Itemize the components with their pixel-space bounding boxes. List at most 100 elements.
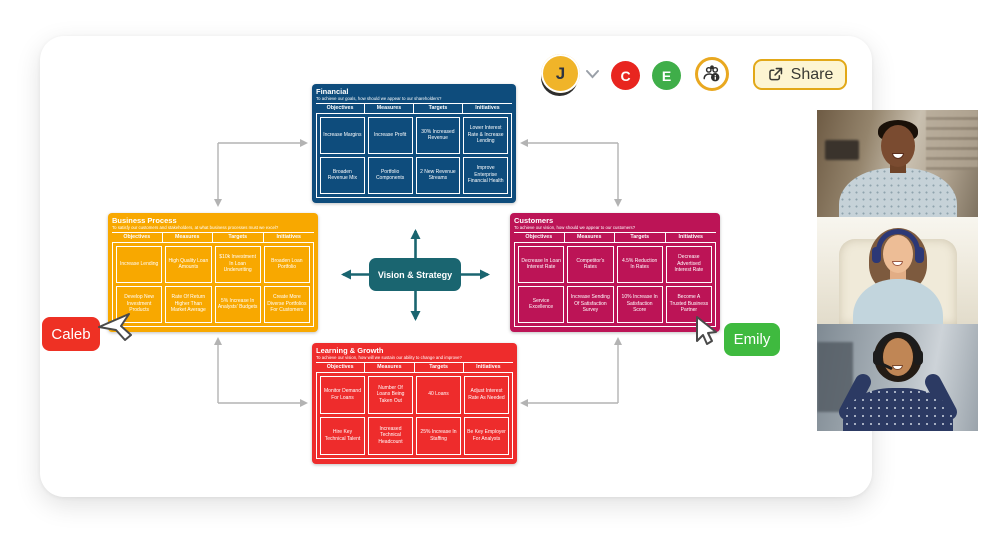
scorecard-cell[interactable]: Number Of Loans Being Taken Out xyxy=(368,375,413,414)
scorecard-cell-label: Increase Lending xyxy=(119,260,159,267)
cell-frame: Monitor Demand For Loans Number Of Loans … xyxy=(316,372,513,459)
quadrant-title: Business Process xyxy=(112,216,177,225)
scorecard-cell[interactable]: Competitor's Rates xyxy=(567,245,614,283)
column-header: Targets xyxy=(615,232,666,242)
scorecard-cell-label: 25% Increase In Staffing xyxy=(420,429,457,442)
share-button[interactable]: Share xyxy=(753,59,847,90)
collaborators-button[interactable] xyxy=(695,57,729,91)
scorecard-cell[interactable]: 40 Loans xyxy=(416,375,461,414)
column-header: Initiatives xyxy=(678,234,703,241)
scorecard-cell-label: Become A Trusted Business Partner xyxy=(669,294,709,314)
column-header: Initiatives xyxy=(475,105,500,112)
share-button-label: Share xyxy=(790,65,834,83)
background-tv xyxy=(825,140,859,160)
scorecard-cell[interactable]: Improve Enterprise Financial Health xyxy=(463,156,508,194)
column-header: Targets xyxy=(213,232,264,242)
scorecard-cell[interactable]: 30% Increased Revenue xyxy=(415,116,461,154)
cell-frame: Increase Lending High Quality Loan Amount… xyxy=(112,242,314,327)
column-header: Measures xyxy=(565,232,615,242)
scorecard-cell-label: Broaden Revenue Mix xyxy=(327,168,357,182)
scorecard-cell[interactable]: Increase Margins xyxy=(320,116,365,154)
scorecard-cell-label: Decrease Advertised Interest Rate xyxy=(674,254,704,274)
scorecard-cell-label: Decrease In Loan Interest Rate xyxy=(521,257,561,271)
scorecard-cell[interactable]: $10k Investment In Loan Underwriting xyxy=(214,245,261,283)
collaborator-avatar-e[interactable]: E xyxy=(652,61,681,90)
quadrant-business-process[interactable]: Business Process To satisfy our customer… xyxy=(108,213,318,332)
video-call-strip xyxy=(817,110,978,431)
scorecard-cell-label: Service Excellence xyxy=(529,297,554,311)
scorecard-cell[interactable]: Decrease In Loan Interest Rate xyxy=(518,245,565,283)
scorecard-cell[interactable]: Develop New Investment Products xyxy=(116,285,163,323)
cursor-pointer-emily xyxy=(696,316,717,345)
video-tile-participant-1[interactable] xyxy=(817,110,978,217)
column-header: Initiatives xyxy=(476,364,501,371)
scorecard-cell-label: 5% Increase In Analysts' Budgets xyxy=(217,297,258,311)
scorecard-cell[interactable]: Be Key Employer For Analysts xyxy=(464,416,509,455)
scorecard-cell[interactable]: Monitor Demand For Loans xyxy=(320,375,365,414)
scorecard-cell[interactable]: 25% Increase In Staffing xyxy=(416,416,461,455)
scorecard-cell[interactable]: Lower Interest Rate & Increase Lending xyxy=(463,116,508,154)
video-tile-participant-3[interactable] xyxy=(817,324,978,431)
scorecard-cell[interactable]: Portfolio Components xyxy=(367,156,413,194)
scorecard-cell[interactable]: Increase Sending Of Satisfaction Survey xyxy=(567,285,614,323)
quadrant-subtitle: To satisfy our customers and stakeholder… xyxy=(112,225,279,230)
current-user-avatar[interactable]: J xyxy=(541,54,580,93)
scorecard-cell[interactable]: Increased Technical Headcount xyxy=(368,416,413,455)
participant-neck xyxy=(890,163,906,173)
scorecard-cell[interactable]: 10% Increase In Satisfaction Score xyxy=(616,285,663,323)
video-tile-participant-2[interactable] xyxy=(817,217,978,324)
collaborator-avatar-c[interactable]: C xyxy=(611,61,640,90)
scorecard-cell[interactable]: Service Excellence xyxy=(518,285,565,323)
scorecard-cell-label: Improve Enterprise Financial Health xyxy=(467,165,504,185)
scorecard-cell-label: 40 Loans xyxy=(428,391,449,398)
cell-frame: Decrease In Loan Interest Rate Competitor… xyxy=(514,242,716,327)
quadrant-subtitle: To achieve our goals, how should we appe… xyxy=(316,96,442,101)
scorecard-cell[interactable]: 4.5% Reduction In Rates xyxy=(616,245,663,283)
vision-strategy-box[interactable]: Vision & Strategy xyxy=(369,258,461,291)
column-header: Measures xyxy=(365,103,414,113)
scorecard-cell-label: Increase Margins xyxy=(323,131,362,138)
scorecard-cell-label: Increase Profit xyxy=(374,131,407,138)
scorecard-cell[interactable]: 5% Increase In Analysts' Budgets xyxy=(214,285,261,323)
scorecard-cell-label: Lower Interest Rate & Increase Lending xyxy=(467,125,504,145)
scorecard-cell-label: Number Of Loans Being Taken Out xyxy=(376,384,405,404)
quadrant-title: Customers xyxy=(514,216,554,225)
scorecard-cell[interactable]: Rate Of Return Higher Than Market Averag… xyxy=(165,285,212,323)
column-header: Objectives xyxy=(112,232,163,242)
column-header: Targets xyxy=(414,103,463,113)
scorecard-cell-label: Increased Technical Headcount xyxy=(378,425,403,445)
scorecard-cell-label: Adjust Interest Rate As Needed xyxy=(468,388,505,401)
scorecard-cell[interactable]: Broaden Revenue Mix xyxy=(320,156,365,194)
headset-band xyxy=(877,332,919,352)
column-header: Initiatives xyxy=(276,234,301,241)
headset-cup xyxy=(914,350,923,365)
quadrant-learning-growth[interactable]: Learning & Growth To achieve our vision,… xyxy=(312,343,517,464)
chevron-down-icon[interactable] xyxy=(585,69,600,80)
scorecard-cell[interactable]: Increase Lending xyxy=(116,245,163,283)
scorecard-cell-label: Broaden Loan Portfolio xyxy=(271,257,303,271)
scorecard-cell[interactable]: Decrease Advertised Interest Rate xyxy=(665,245,712,283)
scorecard-cell-label: Be Key Employer For Analysts xyxy=(467,429,506,442)
scorecard-cell-label: 4.5% Reduction In Rates xyxy=(621,257,658,271)
quadrant-subtitle: To achieve our vision, how should we app… xyxy=(514,225,636,230)
scorecard-cell-label: Rate Of Return Higher Than Market Averag… xyxy=(170,294,206,314)
scorecard-cell[interactable]: Hire Key Technical Talent xyxy=(320,416,365,455)
share-icon xyxy=(768,67,782,81)
cell-grid: Increase Lending High Quality Loan Amount… xyxy=(116,245,310,323)
headphones-band xyxy=(876,229,920,251)
scorecard-cell[interactable]: Become A Trusted Business Partner xyxy=(665,285,712,323)
cell-grid: Monitor Demand For Loans Number Of Loans … xyxy=(320,375,509,455)
quadrant-financial[interactable]: Financial To achieve our goals, how shou… xyxy=(312,84,516,203)
scorecard-cell[interactable]: 2 New Revenue Streams xyxy=(415,156,461,194)
people-info-icon xyxy=(703,65,720,82)
scorecard-cell-label: Create More Diverse Portfolios For Custo… xyxy=(267,294,307,314)
scorecard-cell[interactable]: Create More Diverse Portfolios For Custo… xyxy=(263,285,310,323)
scorecard-cell[interactable]: Adjust Interest Rate As Needed xyxy=(464,375,509,414)
scorecard-cell[interactable]: High Quality Loan Amounts xyxy=(165,245,212,283)
scorecard-cell[interactable]: Broaden Loan Portfolio xyxy=(263,245,310,283)
cell-grid: Decrease In Loan Interest Rate Competitor… xyxy=(518,245,712,323)
quadrant-customers[interactable]: Customers To achieve our vision, how sho… xyxy=(510,213,720,332)
cursor-tag-emily: Emily xyxy=(724,323,780,356)
scorecard-cell[interactable]: Increase Profit xyxy=(367,116,413,154)
